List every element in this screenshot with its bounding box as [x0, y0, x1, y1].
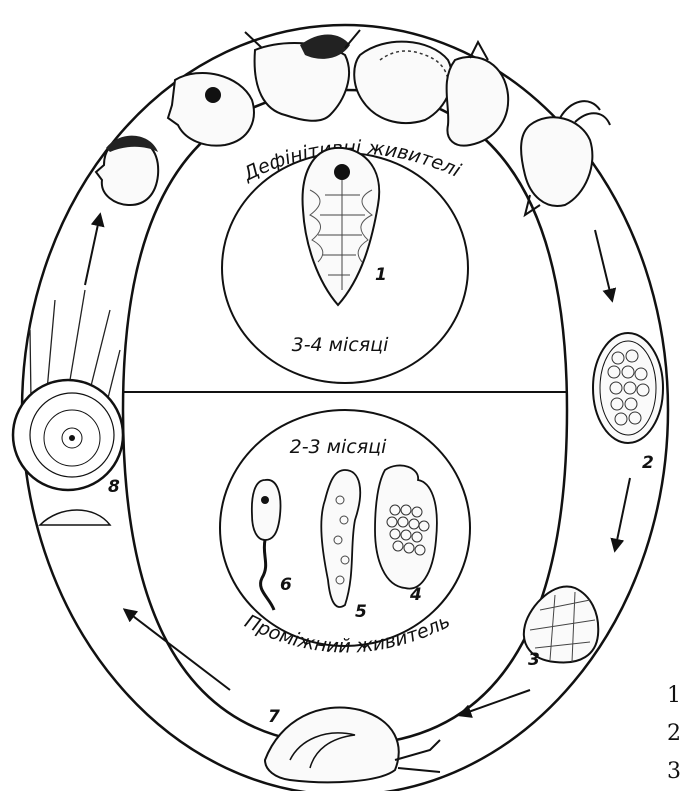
stage-number-4: 4 — [409, 585, 422, 605]
stage-number-7: 7 — [268, 707, 280, 727]
redia-illustration — [321, 470, 360, 607]
stage-number-1: 1 — [375, 265, 387, 285]
stage-number-3: 3 — [528, 650, 540, 670]
cercaria-illustration — [252, 480, 281, 610]
horse-head-icon — [447, 42, 509, 146]
egg-illustration — [593, 333, 663, 443]
intermediate-host-label: Проміжний живитель — [241, 610, 453, 657]
side-number-1: 1 — [667, 683, 681, 708]
snail-illustration — [265, 707, 440, 782]
goat-head-icon — [521, 101, 610, 215]
stage-number-5: 5 — [355, 602, 367, 622]
stage-number-8: 8 — [108, 477, 120, 497]
stage-number-6: 6 — [280, 575, 292, 595]
sheep-head-icon — [354, 42, 452, 123]
stage-number-2: 2 — [642, 453, 654, 473]
side-number-3: 3 — [667, 759, 681, 784]
adult-fluke-illustration — [303, 148, 380, 305]
human-head-icon — [96, 136, 158, 205]
side-number-2: 2 — [667, 721, 681, 746]
period-definitive: 3-4 місяці — [292, 334, 389, 356]
period-intermediate: 2-3 місяці — [290, 436, 387, 458]
sporocyst-illustration — [375, 465, 437, 588]
cow-head-icon — [245, 30, 360, 121]
pig-head-icon — [168, 73, 254, 146]
